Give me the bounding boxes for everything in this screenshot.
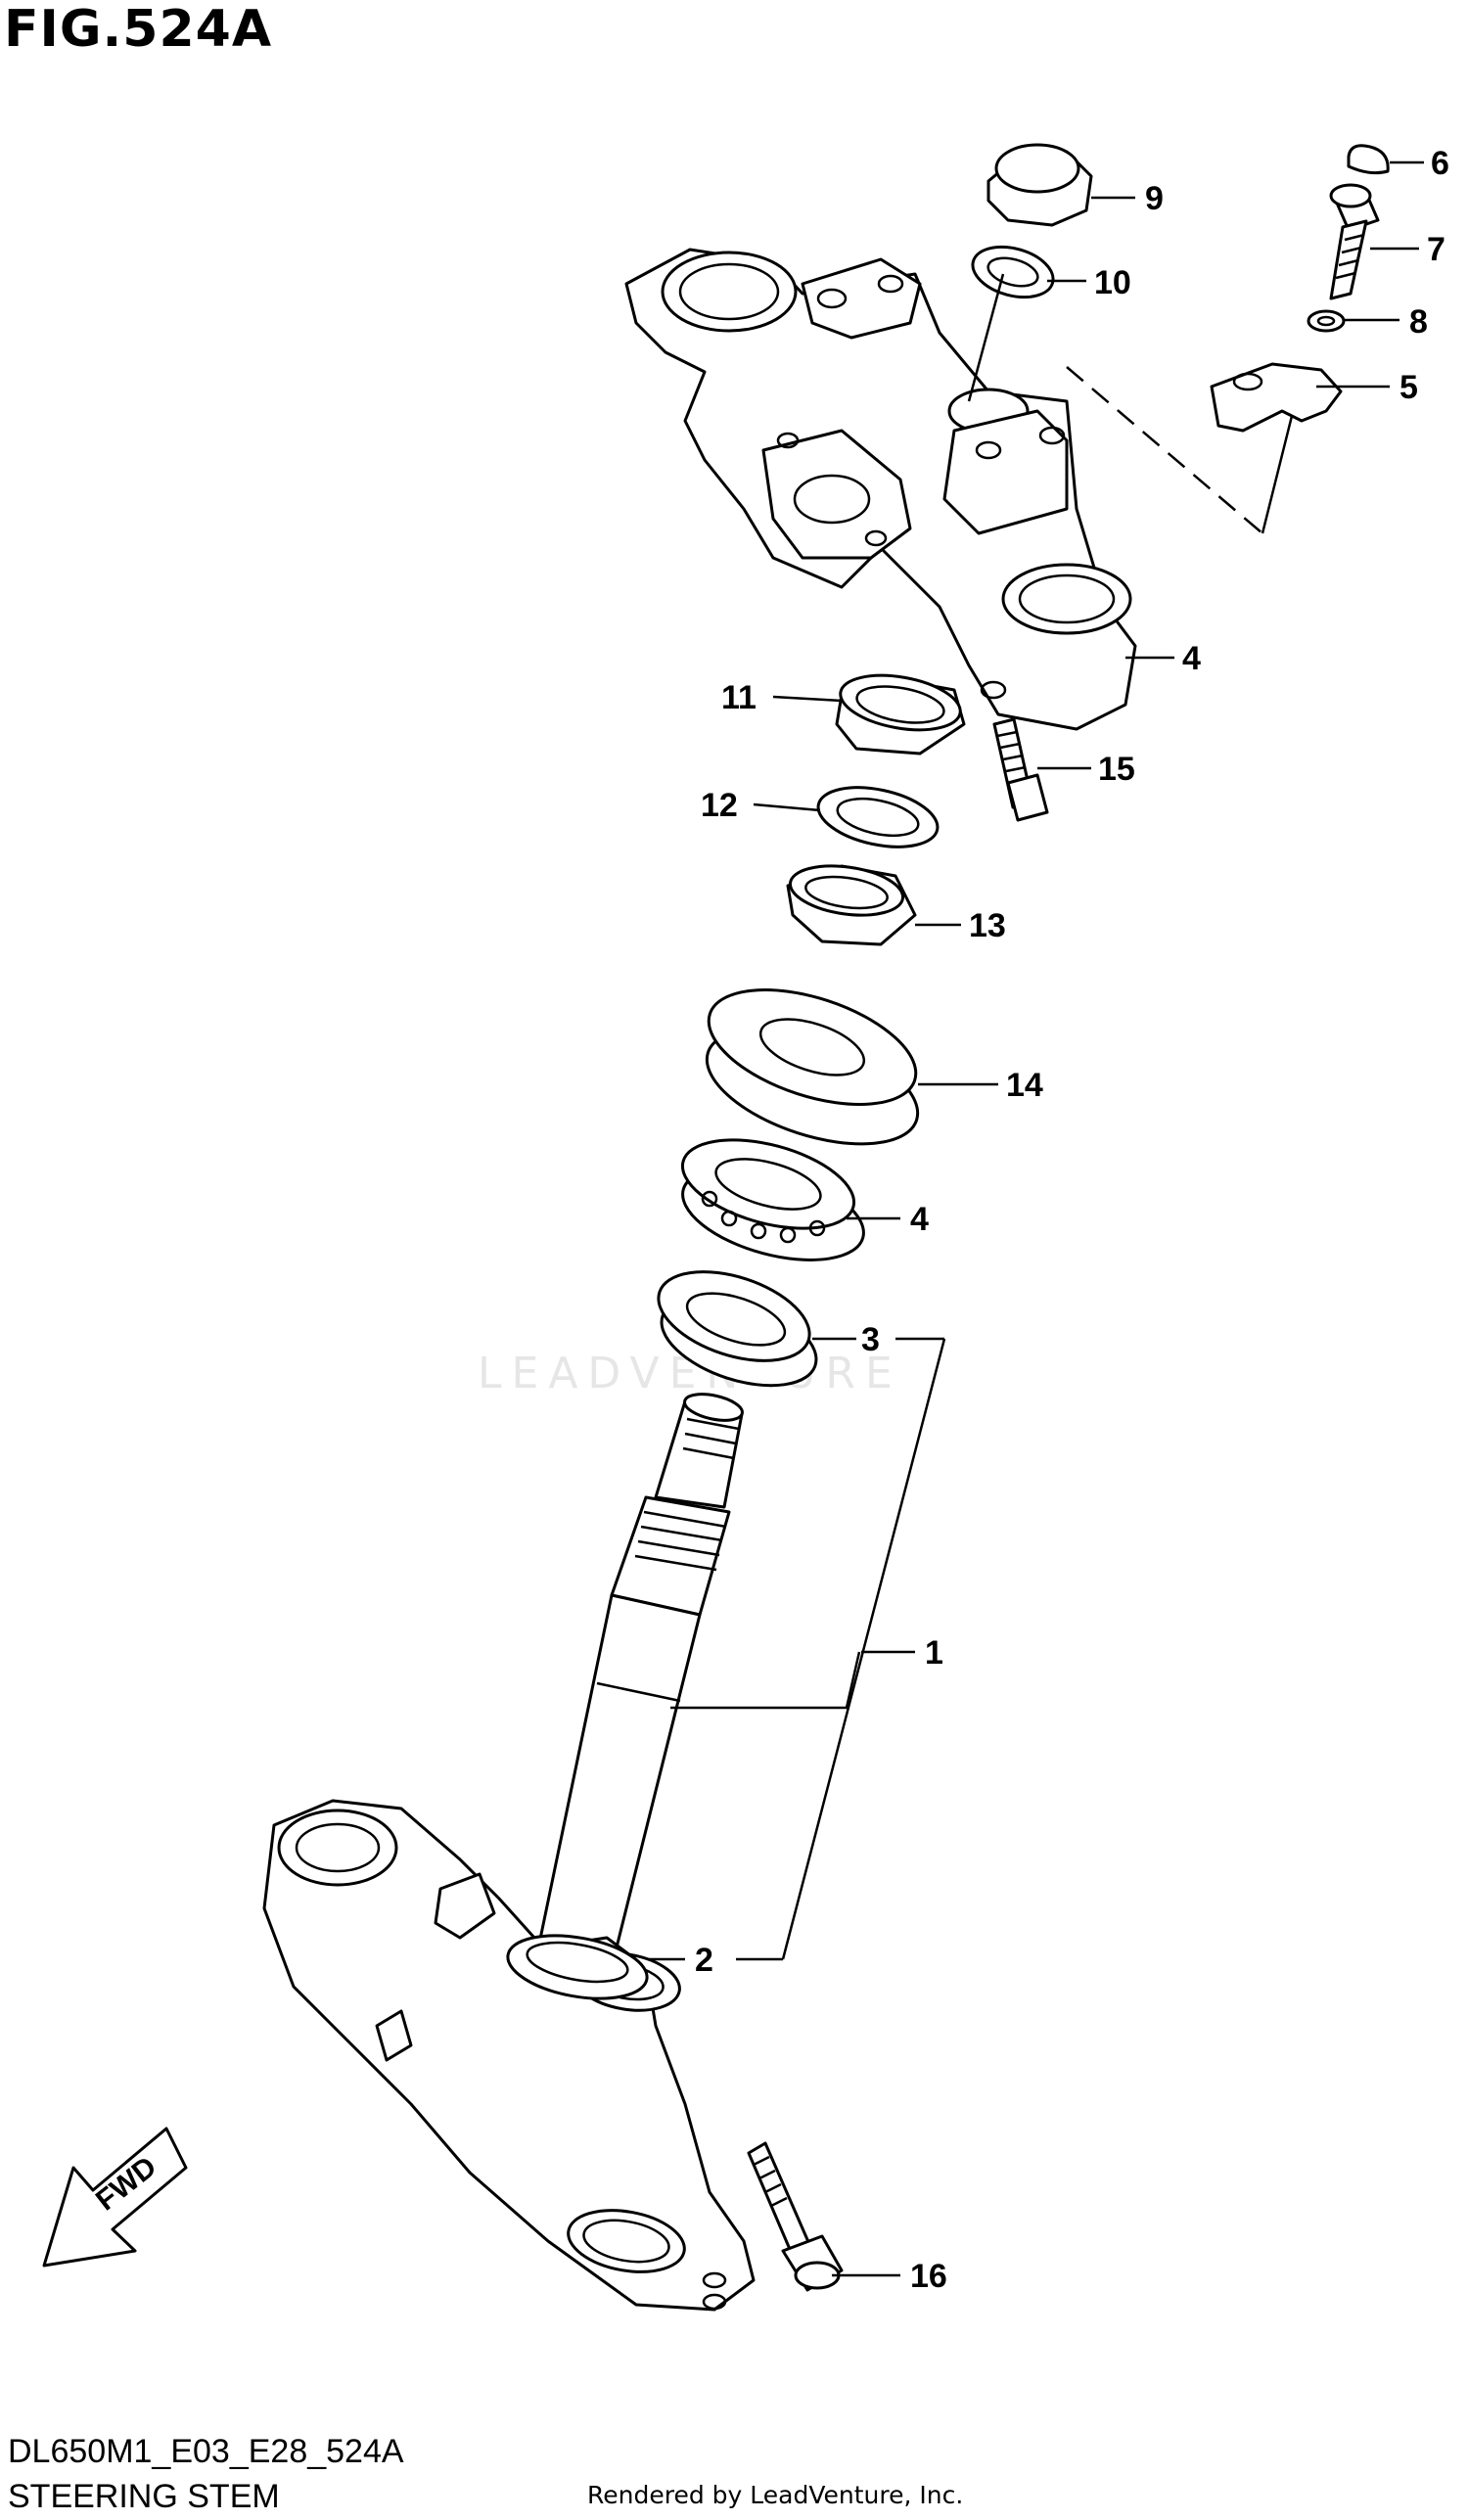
render-credit: Rendered by LeadVenture, Inc. [587, 2481, 964, 2509]
callout-5: 5 [1399, 369, 1418, 406]
washer-8[interactable] [1307, 309, 1346, 333]
figure-title: FIG.524A [4, 0, 273, 59]
cap-6[interactable] [1347, 144, 1390, 175]
bolt-7[interactable] [1329, 183, 1380, 300]
leader-lines [648, 160, 1424, 2277]
callout-2: 2 [695, 1942, 713, 1979]
bearing-4[interactable] [672, 1123, 873, 1277]
callout-8: 8 [1409, 303, 1428, 341]
callout-10: 10 [1094, 264, 1131, 301]
callout-4-lower: 4 [910, 1201, 929, 1238]
callout-16: 16 [910, 2258, 947, 2295]
handlebar-holder-5[interactable] [1210, 362, 1343, 433]
callout-13: 13 [969, 907, 1006, 944]
callout-3: 3 [861, 1321, 880, 1358]
callout-9: 9 [1145, 180, 1164, 217]
dust-seal-14[interactable] [693, 967, 932, 1167]
steering-stem-1[interactable] [262, 1390, 756, 2312]
fwd-arrow-icon [42, 2127, 188, 2268]
model-code: DL650M1_E03_E28_524A [8, 2433, 404, 2470]
dust-seal-2[interactable] [503, 1926, 652, 2008]
washer-10[interactable] [967, 239, 1059, 305]
bearing-3[interactable] [648, 1255, 828, 1402]
callout-11: 11 [721, 679, 757, 716]
section-name: STEERING STEM [8, 2478, 280, 2515]
upper-bracket[interactable] [624, 248, 1137, 731]
callout-4-upper: 4 [1182, 640, 1201, 677]
bolt-16[interactable] [747, 2141, 844, 2292]
washer-12[interactable] [813, 778, 943, 857]
callout-12: 12 [701, 787, 738, 824]
stud-bolt-15[interactable] [992, 717, 1049, 822]
callout-15: 15 [1098, 751, 1135, 788]
callout-labels: 9 6 7 10 8 5 4 11 15 12 13 14 4 3 1 2 16 [695, 145, 1449, 2295]
lock-nut-11[interactable] [835, 667, 966, 756]
callout-14: 14 [1006, 1067, 1043, 1104]
callout-6: 6 [1431, 145, 1449, 182]
callout-1: 1 [925, 1634, 943, 1672]
stem-nut-13[interactable] [786, 859, 917, 946]
callout-7: 7 [1427, 231, 1445, 268]
stem-head-nut[interactable] [986, 143, 1093, 227]
